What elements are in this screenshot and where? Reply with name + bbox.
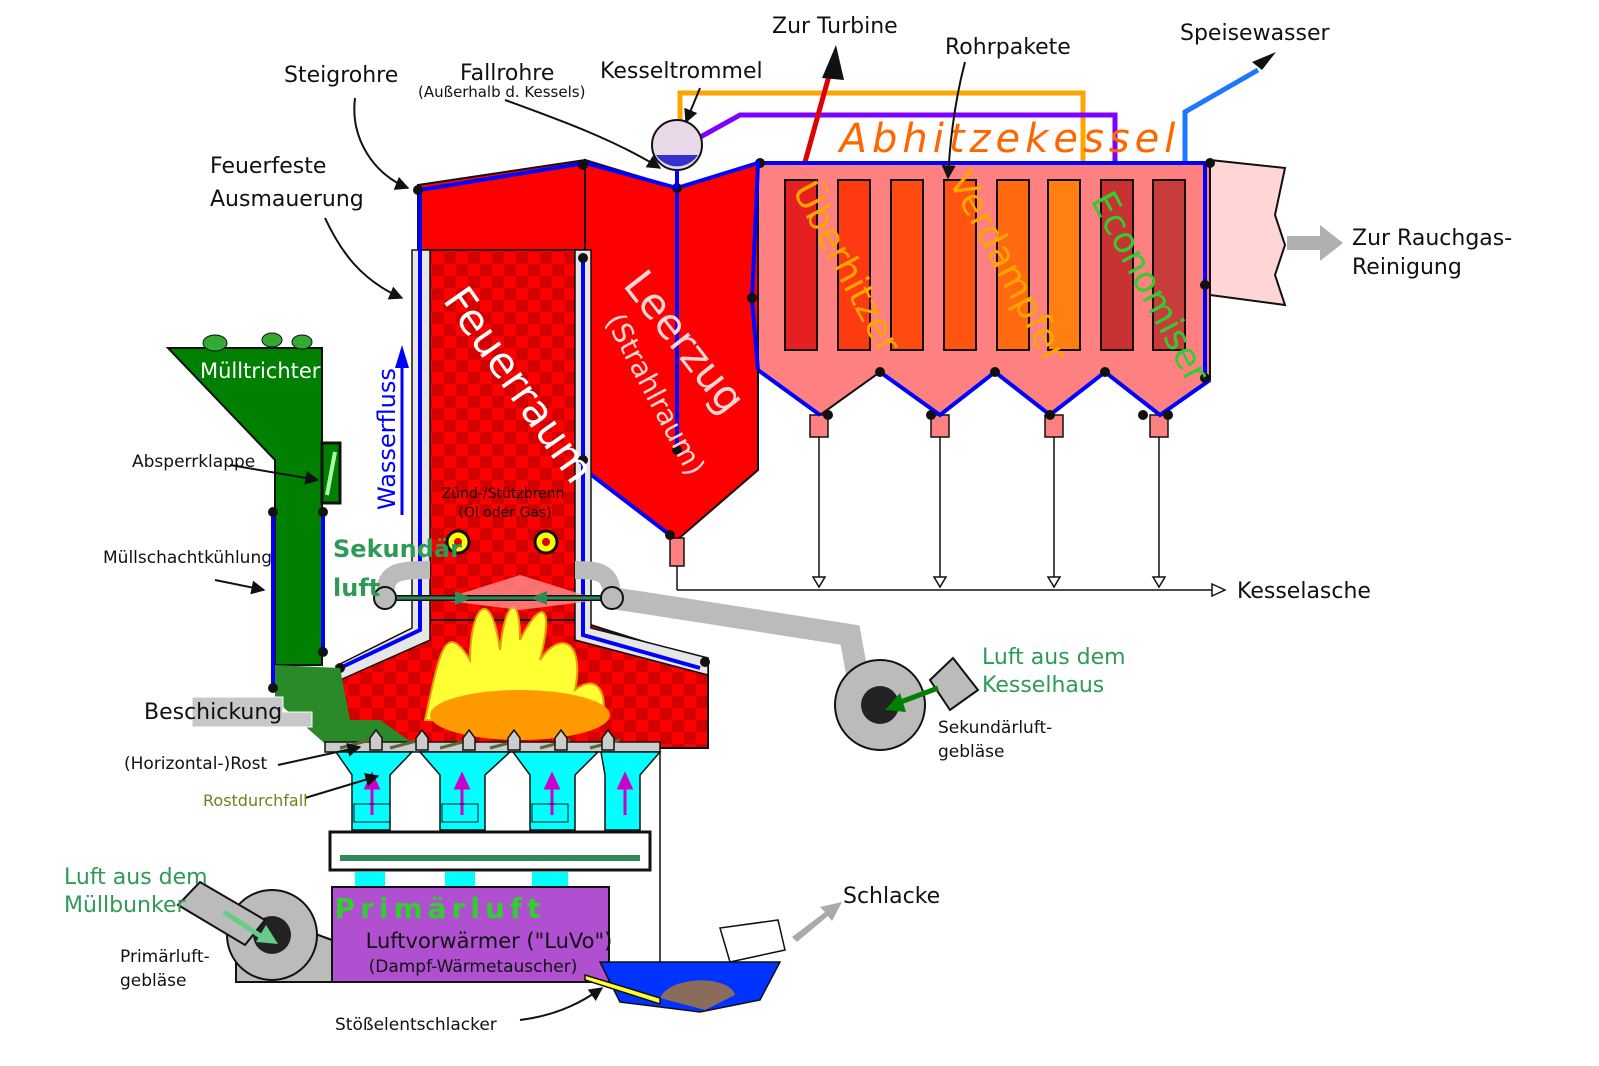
primary-air-hoppers: [334, 751, 662, 831]
shut-off-flap-label: Absperrklappe: [132, 452, 255, 472]
steam-line: [797, 64, 835, 181]
air-preheater: [331, 886, 610, 983]
secondary-air-ducting: [373, 561, 871, 692]
hopper-funnel: [165, 347, 323, 666]
secondary-air-fan: [834, 656, 980, 751]
refractory-label-2: Ausmauerung: [210, 187, 364, 212]
siftings-label: Rostdurchfall: [203, 791, 308, 810]
tube-package-2: [837, 179, 871, 351]
downcomers-label: Fallrohre: [460, 61, 554, 86]
ram-deslagger-label: Stößelentschlacker: [335, 1015, 497, 1035]
bunker-air-label-2: Müllbunker: [64, 893, 186, 918]
tube-package-8: [1152, 179, 1186, 351]
secondary-air-label-1: Sekundär: [333, 535, 462, 563]
annotation-arrows: [214, 61, 966, 1021]
secondary-fan-label-2: gebläse: [938, 742, 1005, 762]
drum-to-evaporator-line: [677, 90, 1086, 180]
downcomers-note: (Außerhalb d. Kessels): [418, 83, 585, 101]
tube-package-4: [943, 179, 977, 351]
siftings-conveyor: [328, 830, 652, 872]
slag-label: Schlacke: [843, 884, 940, 909]
secondary-fan-label-1: Sekundärluft-: [938, 718, 1052, 738]
feedwater-label: Speisewasser: [1180, 21, 1331, 46]
exhaust-duct: [1209, 158, 1287, 307]
air-preheater-label: Luftvorwärmer ("LuVo"): [366, 929, 613, 953]
to-turbine-label: Zur Turbine: [772, 14, 898, 39]
waste-heat-boiler-label: Abhitzekessel: [837, 116, 1181, 162]
flue-gas-cleaning-label-1: Zur Rauchgas-: [1352, 226, 1512, 251]
boiler-house-air-label-2: Kesselhaus: [982, 673, 1104, 698]
grate-label: (Horizontal-)Rost: [124, 754, 268, 774]
feedwater-line: [1182, 67, 1260, 180]
refractory-label-1: Feuerfeste: [210, 154, 326, 179]
bunker-air-label-1: Luft aus dem: [64, 865, 208, 890]
waste-hopper-label: Mülltrichter: [200, 359, 321, 383]
feedwater-arrow-icon: [1252, 52, 1276, 70]
feeder-ram: [191, 696, 313, 728]
tube-package-1: [784, 179, 818, 351]
furnace: Feuerraum Zünd-/Stützbrenn (Öl oder Gas): [333, 158, 710, 749]
risers-label: Steigrohre: [284, 63, 398, 88]
tube-package-7: [1100, 179, 1134, 351]
slag-arrow-icon: [792, 902, 842, 942]
water-flow-label: Wasserfluss: [373, 368, 401, 510]
waste-hopper: Mülltrichter: [165, 332, 420, 748]
primary-fan-label-2: gebläse: [120, 971, 187, 991]
primary-air-label: Primärluft: [335, 892, 546, 925]
boiler-ash-collection: [676, 437, 1227, 598]
steam-arrow-icon: [822, 45, 844, 80]
slag-discharger: [584, 752, 786, 1013]
drum-to-economizer-line: [693, 112, 1118, 180]
waste-heat-boiler: Abhitzekessel Überhitzer Verdampfer Econ…: [755, 116, 1287, 438]
chute-cooling-label: Müllschachtkühlung: [103, 548, 272, 568]
furnace-top-wall: [417, 158, 586, 251]
tube-package-6: [1047, 179, 1081, 351]
ignition-burner-label-2: (Öl oder Gas): [458, 503, 551, 521]
empty-pass: Leerzug (Strahlraum): [583, 158, 761, 567]
feeding-label: Beschickung: [144, 700, 282, 725]
boiler-drum-label: Kesseltrommel: [600, 59, 763, 84]
boiler-house-air-label-1: Luft aus dem: [982, 645, 1126, 670]
flue-gas-cleaning-label-2: Reinigung: [1352, 255, 1462, 280]
primary-fan-label-1: Primärluft-: [120, 947, 210, 967]
tube-package-3: [890, 179, 924, 351]
tube-packages-label: Rohrpakete: [945, 35, 1071, 60]
primary-air-fan: [176, 880, 333, 983]
flue-gas-arrow-icon: [1287, 225, 1343, 261]
tube-package-5: [996, 179, 1030, 351]
air-preheater-sublabel: (Dampf-Wärmetauscher): [369, 957, 578, 977]
secondary-air-label-2: luft: [333, 574, 380, 602]
furnace-chamber: [429, 249, 576, 646]
ignition-burner-label-1: Zünd-/Stützbrenn: [442, 486, 565, 502]
boiler-ash-label: Kesselasche: [1237, 579, 1371, 604]
steam-feedwater-lines: [677, 45, 1276, 181]
